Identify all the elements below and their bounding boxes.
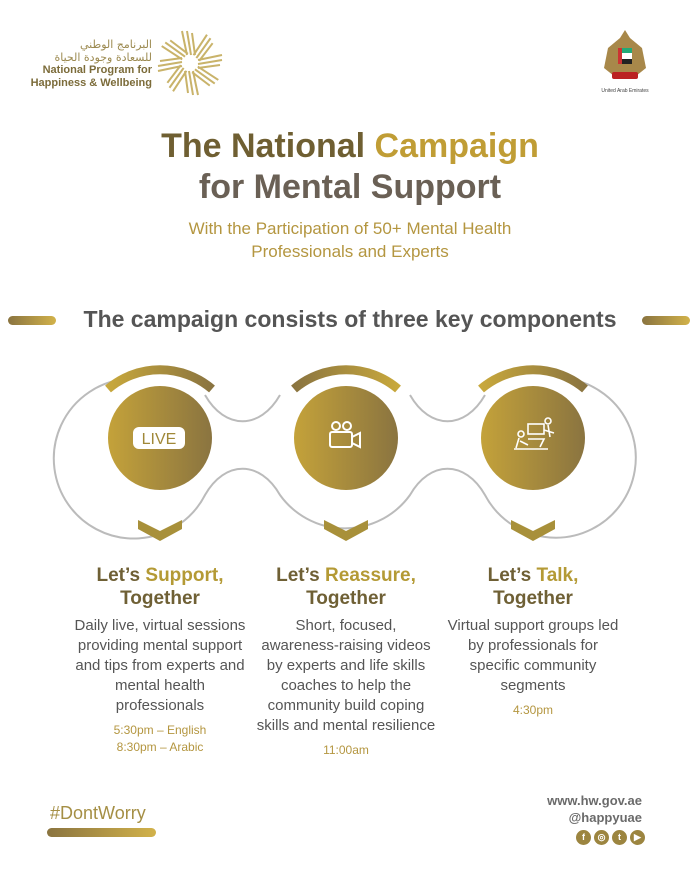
banner-bar-right (642, 316, 690, 325)
page-title-line1: The National Campaign (0, 126, 700, 167)
twitter-icon[interactable]: t (612, 830, 627, 845)
facebook-icon[interactable]: f (576, 830, 591, 845)
social-icons: f ◎ t ▶ (576, 830, 645, 845)
hashtag: #DontWorry (50, 803, 146, 823)
page-title-line2: for Mental Support (198, 168, 502, 206)
component-time: 4:30pm (512, 703, 554, 717)
logo-arabic-line1: البرنامج الوطني (79, 38, 152, 51)
chevron-down-icon (324, 520, 368, 541)
falcon-emblem-icon (604, 30, 646, 79)
website-link[interactable]: www.hw.gov.ae (547, 793, 642, 808)
component-2-arc (291, 365, 401, 393)
live-icon: LIVE (133, 427, 185, 449)
component-2-circle (294, 386, 398, 490)
component-heading: Let’s Reassure,Together (276, 565, 416, 609)
instagram-icon[interactable]: ◎ (594, 830, 609, 845)
component-description: Virtual support groups led by profession… (447, 617, 619, 694)
connector-outline (52, 378, 637, 540)
component-3-circle (481, 386, 585, 490)
component-3-arc (478, 365, 588, 393)
subtitle-line1: With the Participation of 50+ Mental Hea… (188, 219, 512, 238)
social-handle: @happyuae (568, 810, 642, 825)
logo-arabic-line2: للسعادة وجودة الحياة (54, 51, 152, 64)
virtual-group-icon (514, 417, 555, 450)
youtube-icon[interactable]: ▶ (630, 830, 645, 845)
section-banner: The campaign consists of three key compo… (83, 306, 617, 332)
component-heading: Let’s Talk,Together (487, 565, 579, 609)
subtitle: With the Participation of 50+ Mental Hea… (0, 217, 700, 263)
hashtag-bar (47, 828, 156, 837)
video-camera-icon (329, 421, 361, 449)
uae-emblem: United Arab Emirates (600, 28, 650, 94)
component-heading: Let’s Support,Together (96, 565, 224, 609)
emblem-caption: United Arab Emirates (601, 88, 649, 94)
chevron-down-icon (511, 520, 555, 541)
program-logo-icon (157, 30, 223, 96)
logo-english-line1: National Program for (42, 64, 152, 76)
component-talk: Let’s Talk,Together Virtual support grou… (443, 564, 623, 719)
components-diagram: LIVE (52, 365, 637, 541)
component-time: 11:00am (323, 743, 369, 757)
banner-bar-left (8, 316, 56, 325)
logo-english-line2: Happiness & Wellbeing (30, 77, 152, 89)
program-logo-text: البرنامج الوطني للسعادة وجودة الحياة Nat… (30, 38, 152, 90)
component-support: Let’s Support,Together Daily live, virtu… (70, 564, 250, 756)
contact-info: www.hw.gov.ae @happyuae (547, 792, 642, 826)
component-description: Daily live, virtual sessions providing m… (74, 617, 246, 714)
chevron-down-icon (138, 520, 182, 541)
component-1-arc (105, 365, 215, 393)
title-part2: Campaign (374, 127, 539, 165)
svg-text:LIVE: LIVE (142, 431, 177, 448)
title-part1: The National (161, 127, 375, 165)
subtitle-line2: Professionals and Experts (251, 242, 449, 261)
component-description: Short, focused, awareness-raising videos… (256, 617, 436, 734)
component-reassure: Let’s Reassure,Together Short, focused, … (256, 564, 436, 759)
